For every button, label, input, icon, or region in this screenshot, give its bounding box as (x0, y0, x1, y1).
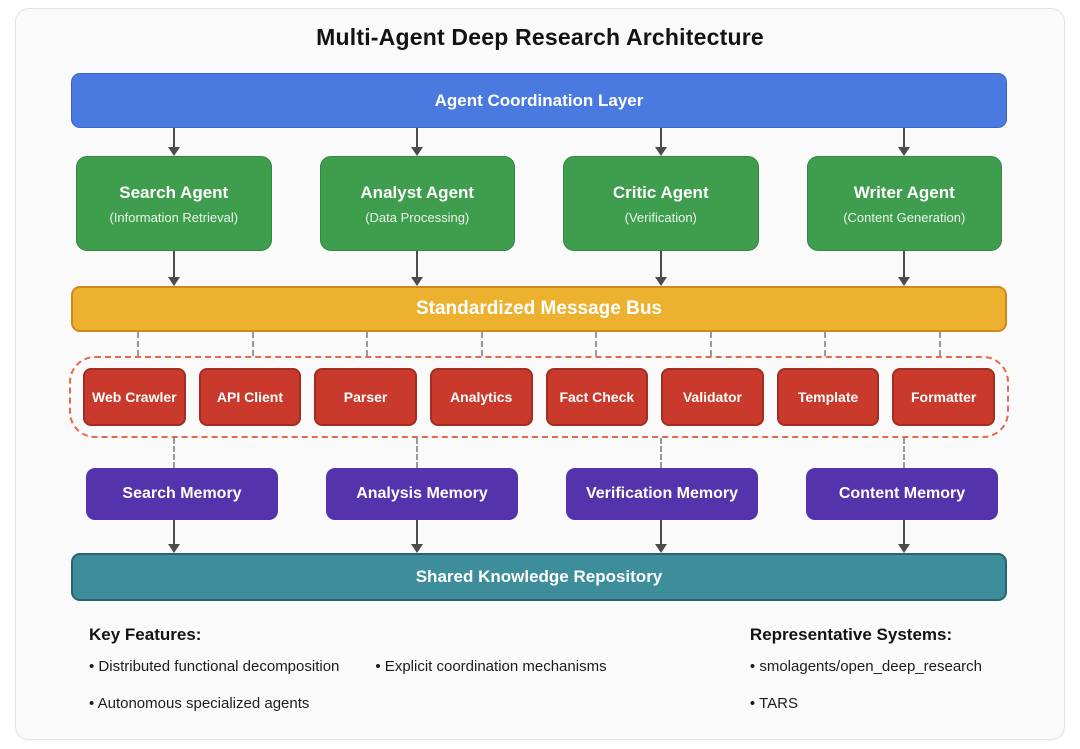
tool-box-api-client: API Client (198, 368, 302, 426)
agent-title: Writer Agent (853, 182, 955, 202)
message-bus-label: Standardized Message Bus (415, 298, 663, 319)
key-feature-item: • Distributed functional decomposition (89, 658, 340, 675)
memory-row: Search Memory Analysis Memory Verificati… (86, 468, 998, 520)
dashed-connector (251, 332, 254, 356)
arrow-down-icon (563, 128, 759, 156)
diagram-title: Multi-Agent Deep Research Architecture (316, 24, 764, 50)
arrow-down-icon (320, 128, 516, 156)
arrow-down-icon (320, 520, 516, 553)
agent-title: Analyst Agent (360, 182, 475, 202)
message-bus-bar: Standardized Message Bus (71, 286, 1007, 332)
dashed-connector (480, 332, 483, 356)
tool-box-template: Template (776, 368, 880, 426)
key-feature-item: • Autonomous specialized agents (89, 695, 310, 712)
arrow-down-icon (76, 128, 272, 156)
key-features-block: Key Features: • Distributed functional d… (89, 625, 607, 712)
arrow-down-icon (807, 128, 1003, 156)
arrow-down-icon (76, 520, 272, 553)
dashed-connector (595, 332, 598, 356)
agents-row: Search Agent (Information Retrieval) Ana… (76, 156, 1002, 251)
agent-title: Search Agent (119, 182, 229, 202)
arrow-down-icon (76, 251, 272, 286)
repository-label: Shared Knowledge Repository (415, 567, 663, 586)
footer: Key Features: • Distributed functional d… (89, 625, 982, 712)
tool-box-analytics: Analytics (429, 368, 533, 426)
arrows-coordination-to-agents (76, 128, 1002, 156)
key-feature-item: • Explicit coordination mechanisms (375, 658, 607, 675)
arrow-down-icon (320, 251, 516, 286)
agent-subtitle: (Content Generation) (843, 209, 966, 225)
coordination-layer-label: Agent Coordination Layer (434, 90, 644, 110)
agent-title: Critic Agent (612, 182, 709, 202)
agent-card-analyst: Analyst Agent (Data Processing) (319, 156, 515, 251)
dashed-connector (659, 438, 662, 468)
tool-box-web-crawler: Web Crawler (83, 368, 186, 426)
agent-card-critic: Critic Agent (Verification) (563, 156, 759, 251)
tool-box-formatter: Formatter (892, 368, 995, 426)
agent-subtitle: (Verification) (624, 209, 697, 225)
representative-systems-heading: Representative Systems: (749, 625, 953, 644)
representative-system-item: • smolagents/open_deep_research (749, 658, 982, 675)
coordination-layer-bar: Agent Coordination Layer (71, 73, 1007, 128)
key-features-heading: Key Features: (89, 625, 202, 644)
dashed-connector (416, 438, 419, 468)
dashed-connector (366, 332, 369, 356)
dashed-connector (903, 438, 906, 468)
arrow-down-icon (807, 251, 1003, 286)
representative-systems-block: Representative Systems: • smolagents/ope… (750, 625, 982, 712)
dashed-connector (137, 332, 140, 356)
memory-box-verification: Verification Memory (566, 468, 758, 520)
connectors-bus-to-tools (81, 332, 997, 356)
arrow-down-icon (807, 520, 1003, 553)
dashed-connector (824, 332, 827, 356)
representative-system-item: • TARS (749, 695, 798, 712)
arrows-agents-to-bus (76, 251, 1002, 286)
dashed-connector (709, 332, 712, 356)
memory-box-analysis: Analysis Memory (326, 468, 518, 520)
diagram-panel: Multi-Agent Deep Research Architecture A… (15, 8, 1065, 740)
tool-box-validator: Validator (661, 368, 764, 426)
arrow-down-icon (563, 520, 759, 553)
dashed-connector (172, 438, 175, 468)
connectors-tools-to-memory (76, 438, 1002, 468)
memory-box-content: Content Memory (806, 468, 998, 520)
agent-card-search: Search Agent (Information Retrieval) (76, 156, 272, 251)
tool-box-parser: Parser (314, 368, 417, 426)
agent-subtitle: (Data Processing) (365, 209, 470, 225)
repository-bar: Shared Knowledge Repository (71, 553, 1007, 601)
tools-container: Web Crawler API Client Parser Analytics … (69, 356, 1009, 438)
arrows-memory-to-repository (76, 520, 1002, 553)
agent-subtitle: (Information Retrieval) (109, 209, 239, 225)
memory-box-search: Search Memory (86, 468, 278, 520)
arrow-down-icon (563, 251, 759, 286)
dashed-connector (938, 332, 941, 356)
tool-box-fact-check: Fact Check (545, 368, 649, 426)
agent-card-writer: Writer Agent (Content Generation) (806, 156, 1002, 251)
